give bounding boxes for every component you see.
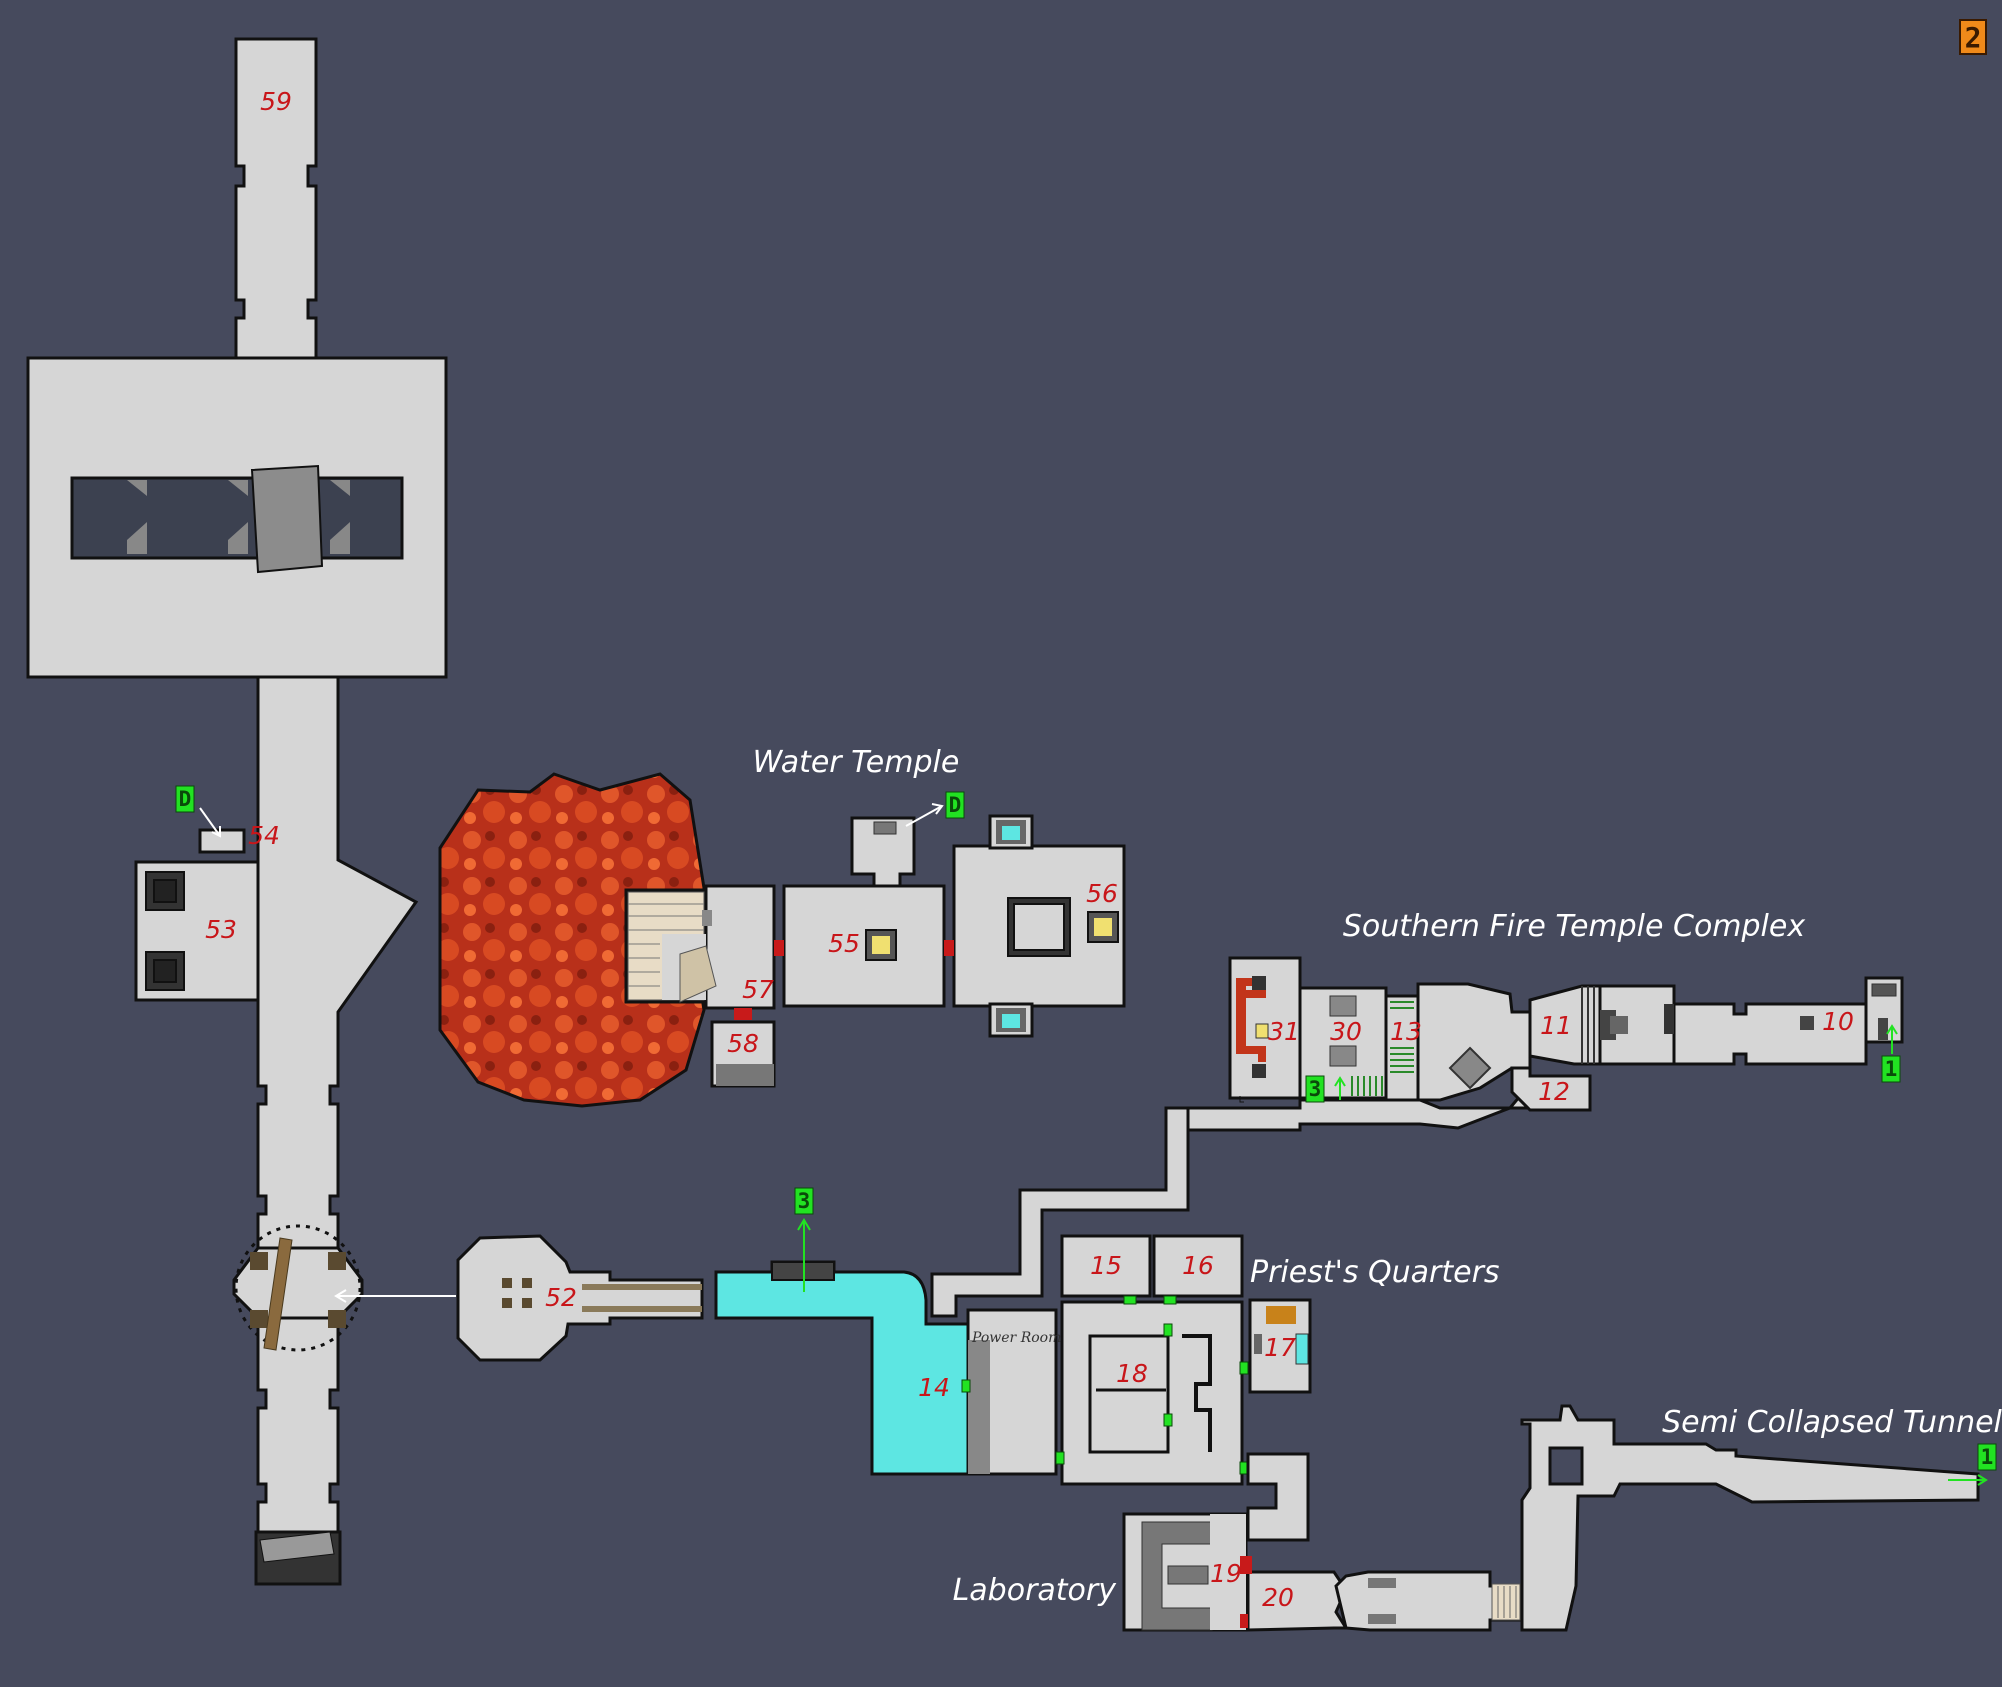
level-link-3-fire[interactable]: 3 — [1305, 1075, 1325, 1103]
page-number-badge: 2 — [1959, 19, 1987, 55]
room-13: 13 — [1390, 1017, 1422, 1046]
room-19: 19 — [1210, 1559, 1242, 1588]
room-20: 20 — [1262, 1583, 1294, 1612]
svg-text:3: 3 — [798, 1189, 811, 1213]
room-11: 11 — [1540, 1011, 1572, 1040]
pit — [70, 464, 404, 574]
room-52: 52 — [545, 1283, 577, 1312]
level-link-1-east[interactable]: 1 — [1881, 1055, 1901, 1083]
octagon-room — [232, 1224, 364, 1352]
label-semi-collapsed-tunnel: Semi Collapsed Tunnel — [1662, 1405, 2002, 1440]
room-31: 31 — [1268, 1017, 1300, 1046]
label-laboratory: Laboratory — [953, 1573, 1118, 1608]
label-southern-fire-temple: Southern Fire Temple Complex — [1343, 909, 1805, 944]
room-14: 14 — [918, 1373, 950, 1402]
svg-text:D: D — [179, 787, 192, 811]
room-15: 15 — [1090, 1251, 1122, 1280]
water-pool — [714, 1260, 970, 1476]
label-water-temple: Water Temple — [753, 745, 960, 780]
level-link-3-pool[interactable]: 3 — [794, 1187, 814, 1215]
label-priests-quarters: Priest's Quarters — [1250, 1255, 1500, 1290]
room-58: 58 — [727, 1029, 759, 1058]
lava-cavern — [438, 772, 706, 1108]
level-link-d-water[interactable]: D — [945, 791, 965, 819]
room-55: 55 — [828, 929, 860, 958]
great-hall — [26, 37, 448, 1582]
room-56: 56 — [1086, 879, 1118, 908]
room-57: 57 — [742, 975, 774, 1004]
level-link-1-tunnel[interactable]: 1 — [1977, 1443, 1997, 1471]
room-17: 17 — [1264, 1333, 1296, 1362]
priests-details — [961, 1295, 1309, 1539]
fire-temple-details — [1236, 976, 1897, 1103]
svg-text:D: D — [949, 793, 962, 817]
label-power-room: Power Room — [971, 1330, 1061, 1346]
room-52-area — [456, 1234, 704, 1362]
rubble-bottom — [254, 1530, 342, 1586]
power-room — [966, 1308, 1058, 1476]
room-18: 18 — [1116, 1359, 1148, 1388]
room-12: 12 — [1538, 1077, 1570, 1106]
level-link-d-left[interactable]: D — [175, 785, 195, 813]
arrows — [199, 803, 944, 1303]
svg-text:1: 1 — [1885, 1057, 1898, 1081]
room-54: 54 — [248, 821, 280, 850]
green-arrows — [797, 1024, 1988, 1486]
room-59: 59 — [260, 87, 292, 116]
svg-text:2: 2 — [1965, 21, 1982, 54]
water-temple-details — [627, 820, 1119, 1086]
room-numbers: 59 54 53 57 58 55 56 52 31 30 13 11 12 1… — [205, 87, 1854, 1612]
room-10: 10 — [1822, 1007, 1854, 1036]
room-53: 53 — [205, 915, 237, 944]
pillars-53 — [145, 871, 185, 991]
area-labels: Water Temple Southern Fire Temple Comple… — [753, 745, 2002, 1608]
room-30: 30 — [1330, 1017, 1362, 1046]
room-16: 16 — [1182, 1251, 1214, 1280]
lab-details — [1141, 1446, 1584, 1631]
room-52-details — [502, 1278, 702, 1312]
svg-text:3: 3 — [1309, 1077, 1322, 1101]
svg-text:1: 1 — [1981, 1445, 1994, 1469]
